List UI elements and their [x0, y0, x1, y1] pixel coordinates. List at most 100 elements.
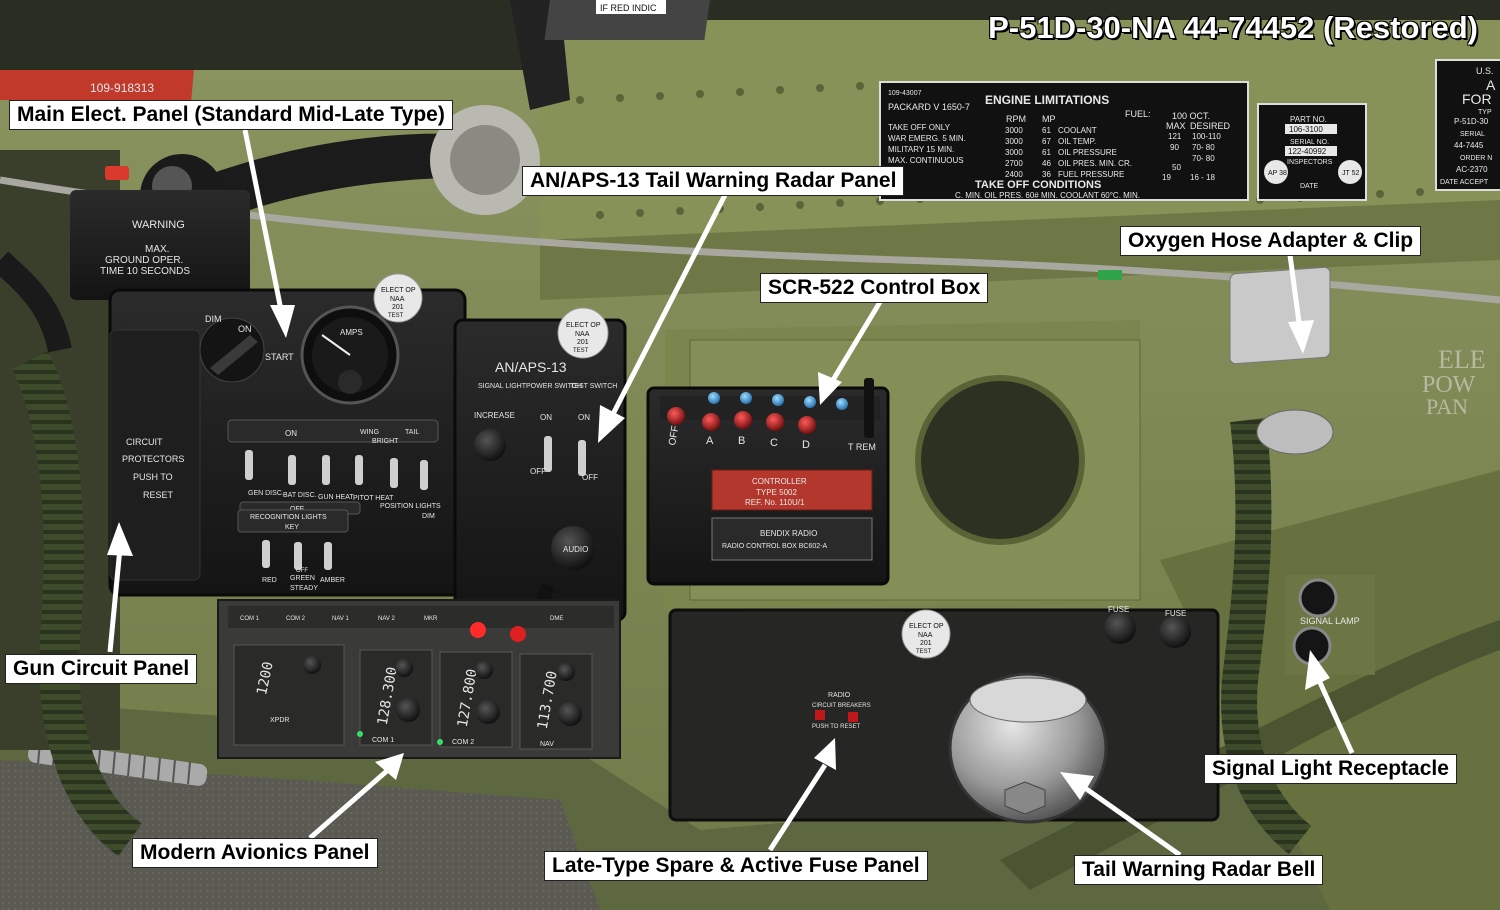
svg-text:SERIAL NO.: SERIAL NO. [1290, 139, 1329, 146]
engine-octane: 100 OCT. [1172, 111, 1210, 121]
elect-steady-text: STEADY [290, 585, 318, 592]
engine-col-desired: DESIRED [1190, 121, 1231, 131]
svg-text:61: 61 [1042, 148, 1051, 157]
callout-oxygen-hose-adapter: Oxygen Hose Adapter & Clip [1120, 226, 1422, 256]
aps13-audio-text: AUDIO [563, 545, 588, 554]
takeoff-conditions-title: TAKE OFF CONDITIONS [975, 179, 1101, 191]
scr522-trem-lever[interactable] [864, 378, 874, 438]
svg-text:2400: 2400 [1005, 170, 1023, 179]
elect-recognition-text: RECOGNITION LIGHTS [250, 514, 327, 521]
elect-pitot-heat-text: PITOT HEAT [353, 495, 394, 502]
svg-text:70- 80: 70- 80 [1192, 154, 1215, 163]
svg-text:U.S.: U.S. [1476, 66, 1494, 76]
aps13-test-switch[interactable] [578, 440, 586, 476]
warning-placard-line1: MAX. [145, 244, 169, 255]
scr522-channel-lights [708, 392, 848, 410]
svg-text:ELECT OP: ELECT OP [381, 287, 416, 294]
svg-text:TYPE 5002: TYPE 5002 [756, 488, 797, 497]
svg-text:JT 52: JT 52 [1342, 170, 1359, 177]
tail-lights-toggle[interactable] [420, 460, 428, 490]
com1-volume-knob[interactable] [395, 659, 413, 677]
svg-text:TEST: TEST [573, 348, 589, 354]
signal-lamp-socket-1[interactable] [1298, 578, 1338, 618]
gun-heat-toggle[interactable] [322, 455, 330, 485]
nav-volume-knob[interactable] [557, 663, 575, 681]
aps13-audio-knob[interactable] [551, 526, 595, 570]
engine-col-rpm: RPM [1006, 114, 1026, 124]
power-panel-line1: ELE [1438, 345, 1486, 374]
recognition-red-toggle[interactable] [262, 540, 270, 568]
svg-text:201: 201 [577, 339, 589, 346]
xpdr-mode-knob[interactable] [303, 656, 321, 674]
elect-bright-text: BRIGHT [372, 438, 399, 445]
fuse-label-1: FUSE [1108, 605, 1129, 614]
svg-text:FUEL PRESSURE: FUEL PRESSURE [1058, 170, 1124, 179]
nav-tune-knob[interactable] [558, 702, 582, 726]
elect-red-text: RED [262, 577, 277, 584]
svg-text:ELECT OP: ELECT OP [566, 322, 601, 329]
aps13-power-switch[interactable] [544, 436, 552, 472]
scr522-channel-c-button[interactable] [766, 413, 784, 431]
oxygen-adapter-bracket [1229, 266, 1331, 365]
svg-text:AP 38: AP 38 [1268, 170, 1287, 177]
bat-disc-toggle[interactable] [288, 455, 296, 485]
elect-key-text: KEY [285, 524, 299, 531]
gen-disc-toggle[interactable] [245, 450, 253, 480]
recognition-amber-toggle[interactable] [324, 542, 332, 570]
svg-text:201: 201 [392, 304, 404, 311]
elect-dim-text: DIM [205, 314, 222, 324]
svg-text:MILITARY 15 MIN.: MILITARY 15 MIN. [888, 145, 954, 154]
svg-text:BENDIX RADIO: BENDIX RADIO [760, 529, 817, 538]
wing-lights-toggle[interactable] [390, 458, 398, 488]
spare-fuse-holder-1[interactable] [1104, 612, 1136, 644]
svg-text:CONTROLLER: CONTROLLER [752, 477, 807, 486]
aps13-increase-text: INCREASE [474, 411, 515, 420]
svg-text:TEST: TEST [388, 313, 404, 319]
recognition-green-toggle[interactable] [294, 542, 302, 570]
takeoff-conditions-text: C. MIN. OIL PRES. 60# MIN. COOLANT 60°C.… [955, 191, 1140, 200]
engine-rows: TAKE OFF ONLY 3000 61 COOLANT 121 100-11… [888, 123, 1221, 182]
svg-text:OIL PRES. MIN. CR.: OIL PRES. MIN. CR. [1058, 159, 1132, 168]
elect-wing-text: WING [360, 429, 379, 436]
aps13-signal-light-knob[interactable] [474, 429, 506, 461]
com2-volume-knob[interactable] [475, 661, 493, 679]
elect-test-stamp-3: ELECT OP NAA 201 TEST [901, 609, 951, 659]
radio-breaker-2[interactable] [848, 712, 858, 722]
svg-text:19: 19 [1162, 173, 1171, 182]
svg-text:TAKE OFF ONLY: TAKE OFF ONLY [888, 123, 951, 132]
svg-text:90: 90 [1170, 143, 1179, 152]
svg-text:COOLANT: COOLANT [1058, 126, 1097, 135]
pitot-heat-toggle[interactable] [355, 455, 363, 485]
scr522-btn-label-0: OFF [667, 425, 681, 447]
svg-text:16 - 18: 16 - 18 [1190, 173, 1215, 182]
elect-tail-text: TAIL [405, 429, 419, 436]
engine-col-mp: MP [1042, 114, 1056, 124]
svg-text:PUSH TO RESET: PUSH TO RESET [812, 724, 860, 730]
radio-breaker-1[interactable] [815, 710, 825, 720]
svg-text:61: 61 [1042, 126, 1051, 135]
scr522-off-button[interactable] [667, 407, 685, 425]
spare-fuse-holder-2[interactable] [1159, 616, 1191, 648]
oxygen-hose-coupling [1256, 409, 1334, 455]
aps13-power-off-text: OFF [530, 467, 546, 476]
power-panel-line3: PAN [1426, 394, 1468, 419]
nav-section [519, 653, 593, 750]
scr522-channel-a-button[interactable] [702, 413, 720, 431]
com2-tune-knob[interactable] [476, 700, 500, 724]
svg-text:ORDER N: ORDER N [1460, 155, 1492, 162]
engine-part-ref: 109-43007 [888, 90, 922, 97]
svg-text:36: 36 [1042, 170, 1051, 179]
com1-tune-knob[interactable] [396, 698, 420, 722]
top-red-placard-text: IF RED INDIC [600, 3, 657, 13]
scr522-channel-b-button[interactable] [734, 411, 752, 429]
svg-text:SERIAL: SERIAL [1460, 131, 1485, 138]
elect-bat-disc-text: BAT DISC. [283, 492, 317, 499]
svg-text:3000: 3000 [1005, 137, 1023, 146]
callout-arrows [107, 129, 1355, 858]
svg-text:COM 2: COM 2 [286, 616, 306, 622]
elect-on-text: ON [238, 324, 252, 334]
elect-off2-text: OFF [296, 568, 308, 574]
scr522-channel-d-button[interactable] [798, 416, 816, 434]
